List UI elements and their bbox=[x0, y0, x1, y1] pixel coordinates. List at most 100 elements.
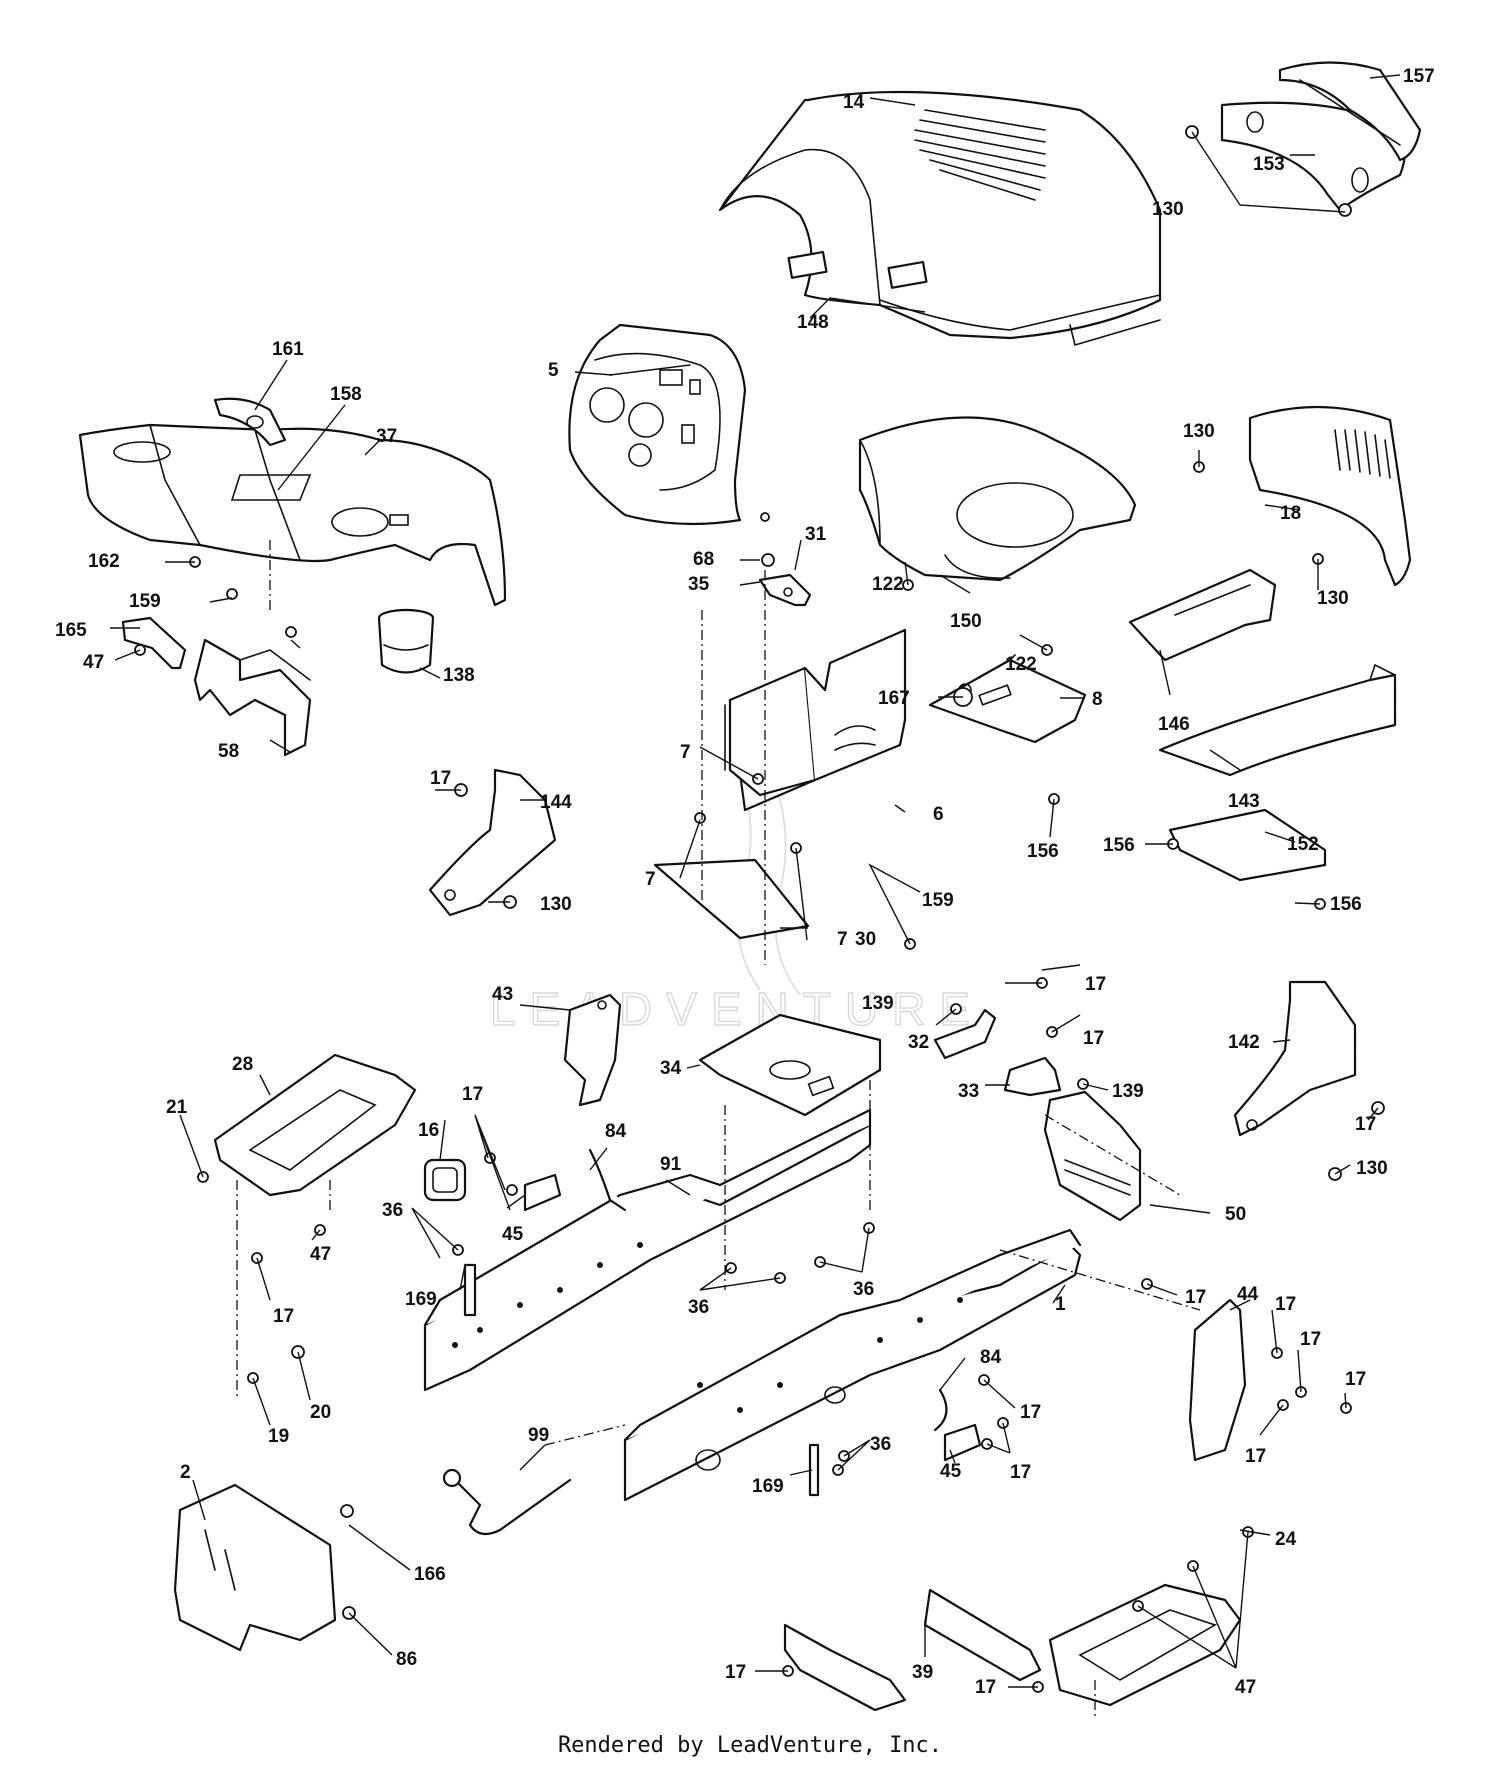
callout-21: 21 bbox=[166, 1097, 188, 1118]
callout-28: 28 bbox=[232, 1054, 253, 1075]
rear-panel-part-18 bbox=[1248, 405, 1412, 587]
bracket-part-32 bbox=[933, 1008, 997, 1060]
callout-17: 17 bbox=[1300, 1329, 1321, 1350]
callout-5: 5 bbox=[548, 360, 559, 381]
callout-130: 130 bbox=[1152, 199, 1184, 220]
callout-19: 19 bbox=[268, 1426, 289, 1447]
callout-2: 2 bbox=[180, 1462, 191, 1483]
callout-1: 1 bbox=[1055, 1294, 1066, 1315]
callout-122: 122 bbox=[1005, 654, 1037, 675]
bracket-part-165 bbox=[121, 616, 187, 670]
callout-157: 157 bbox=[1403, 66, 1435, 87]
callout-156: 156 bbox=[1027, 841, 1059, 862]
bracket-part-58 bbox=[193, 638, 312, 757]
callout-159: 159 bbox=[129, 591, 161, 612]
callout-44: 44 bbox=[1237, 1284, 1259, 1305]
callout-17: 17 bbox=[1020, 1402, 1041, 1423]
callout-17: 17 bbox=[1083, 1028, 1104, 1049]
callout-86: 86 bbox=[396, 1649, 417, 1670]
callout-130: 130 bbox=[1183, 421, 1215, 442]
callout-130: 130 bbox=[1356, 1158, 1388, 1179]
callout-16: 16 bbox=[418, 1120, 439, 1141]
callout-84: 84 bbox=[980, 1347, 1002, 1368]
callout-161: 161 bbox=[272, 339, 304, 360]
callout-33: 33 bbox=[958, 1081, 979, 1102]
callout-156: 156 bbox=[1330, 894, 1362, 915]
callout-148: 148 bbox=[797, 312, 829, 333]
callout-45: 45 bbox=[502, 1224, 524, 1245]
callout-139: 139 bbox=[862, 993, 894, 1014]
frame-rail-part-1 bbox=[623, 1228, 1082, 1502]
floor-plate-part-34 bbox=[698, 1013, 882, 1117]
callout-138: 138 bbox=[443, 665, 475, 686]
callout-91: 91 bbox=[660, 1154, 682, 1175]
callout-37: 37 bbox=[376, 426, 397, 447]
callout-17: 17 bbox=[1010, 1462, 1031, 1483]
callout-162: 162 bbox=[88, 551, 120, 572]
bracket-part-31 bbox=[758, 573, 812, 607]
callout-17: 17 bbox=[1345, 1369, 1366, 1390]
shift-plate-part-161 bbox=[213, 397, 287, 447]
leader-lines bbox=[110, 74, 1401, 1688]
bracket-part-142 bbox=[1233, 980, 1357, 1137]
shield-part-146 bbox=[1128, 568, 1277, 662]
bracket-part-33 bbox=[1003, 1056, 1062, 1097]
callout-17: 17 bbox=[430, 768, 451, 789]
callout-14: 14 bbox=[843, 92, 865, 113]
callout-7: 7 bbox=[837, 929, 848, 950]
callout-36: 36 bbox=[688, 1297, 709, 1318]
callout-58: 58 bbox=[218, 741, 239, 762]
callout-47: 47 bbox=[83, 652, 104, 673]
callout-122: 122 bbox=[872, 574, 904, 595]
callout-17: 17 bbox=[273, 1306, 294, 1327]
grille-insert-part-157 bbox=[1278, 61, 1422, 162]
callout-156: 156 bbox=[1103, 835, 1135, 856]
callout-34: 34 bbox=[660, 1058, 682, 1079]
frame-holes bbox=[452, 1242, 963, 1413]
callout-130: 130 bbox=[540, 894, 572, 915]
callout-47: 47 bbox=[310, 1244, 331, 1265]
callout-153: 153 bbox=[1253, 154, 1285, 175]
callout-152: 152 bbox=[1287, 834, 1319, 855]
callout-169: 169 bbox=[752, 1476, 784, 1497]
bracket-part-144 bbox=[428, 768, 557, 917]
bracket-part-84 bbox=[588, 1148, 948, 1432]
callout-17: 17 bbox=[975, 1677, 996, 1698]
alignment-lines bbox=[236, 540, 1201, 1720]
callout-17: 17 bbox=[725, 1662, 746, 1683]
callout-43: 43 bbox=[492, 984, 513, 1005]
bracket-part-50 bbox=[1043, 1090, 1142, 1222]
callout-99: 99 bbox=[528, 1425, 549, 1446]
callout-17: 17 bbox=[1185, 1287, 1206, 1308]
callout-20: 20 bbox=[310, 1402, 331, 1423]
plate-part-30 bbox=[653, 858, 810, 940]
hood-part-14 bbox=[718, 90, 1162, 347]
callout-142: 142 bbox=[1228, 1032, 1260, 1053]
callout-36: 36 bbox=[382, 1200, 403, 1221]
footrest-part-28 bbox=[213, 1053, 417, 1197]
cup-holder-part-138 bbox=[377, 608, 435, 674]
fender-body-part-37 bbox=[78, 423, 507, 607]
callout-158: 158 bbox=[330, 384, 362, 405]
callout-36: 36 bbox=[870, 1434, 891, 1455]
callout-84: 84 bbox=[605, 1121, 627, 1142]
bracket-part-169 bbox=[463, 1263, 820, 1497]
seal-part-16 bbox=[423, 1158, 467, 1202]
callout-17: 17 bbox=[1355, 1114, 1376, 1135]
callout-144: 144 bbox=[540, 792, 572, 813]
bracket-part-44 bbox=[1188, 1298, 1247, 1462]
dash-panel-part-5 bbox=[568, 323, 747, 526]
callout-labels: 14 157 153 130 148 161 158 37 5 162 159 … bbox=[55, 66, 1435, 1698]
footer-credit: Rendered by LeadVenture, Inc. bbox=[557, 1733, 943, 1758]
callout-167: 167 bbox=[878, 688, 910, 709]
footrest-part-24 bbox=[1048, 1583, 1242, 1707]
callout-139: 139 bbox=[1112, 1081, 1144, 1102]
callout-17: 17 bbox=[1275, 1294, 1296, 1315]
callout-17: 17 bbox=[462, 1084, 483, 1105]
callout-159: 159 bbox=[922, 890, 954, 911]
cover-part-152 bbox=[1168, 808, 1327, 882]
cover-part-143 bbox=[1158, 663, 1397, 777]
callout-166: 166 bbox=[414, 1564, 446, 1585]
callout-150: 150 bbox=[950, 611, 982, 632]
callout-17: 17 bbox=[1245, 1446, 1266, 1467]
